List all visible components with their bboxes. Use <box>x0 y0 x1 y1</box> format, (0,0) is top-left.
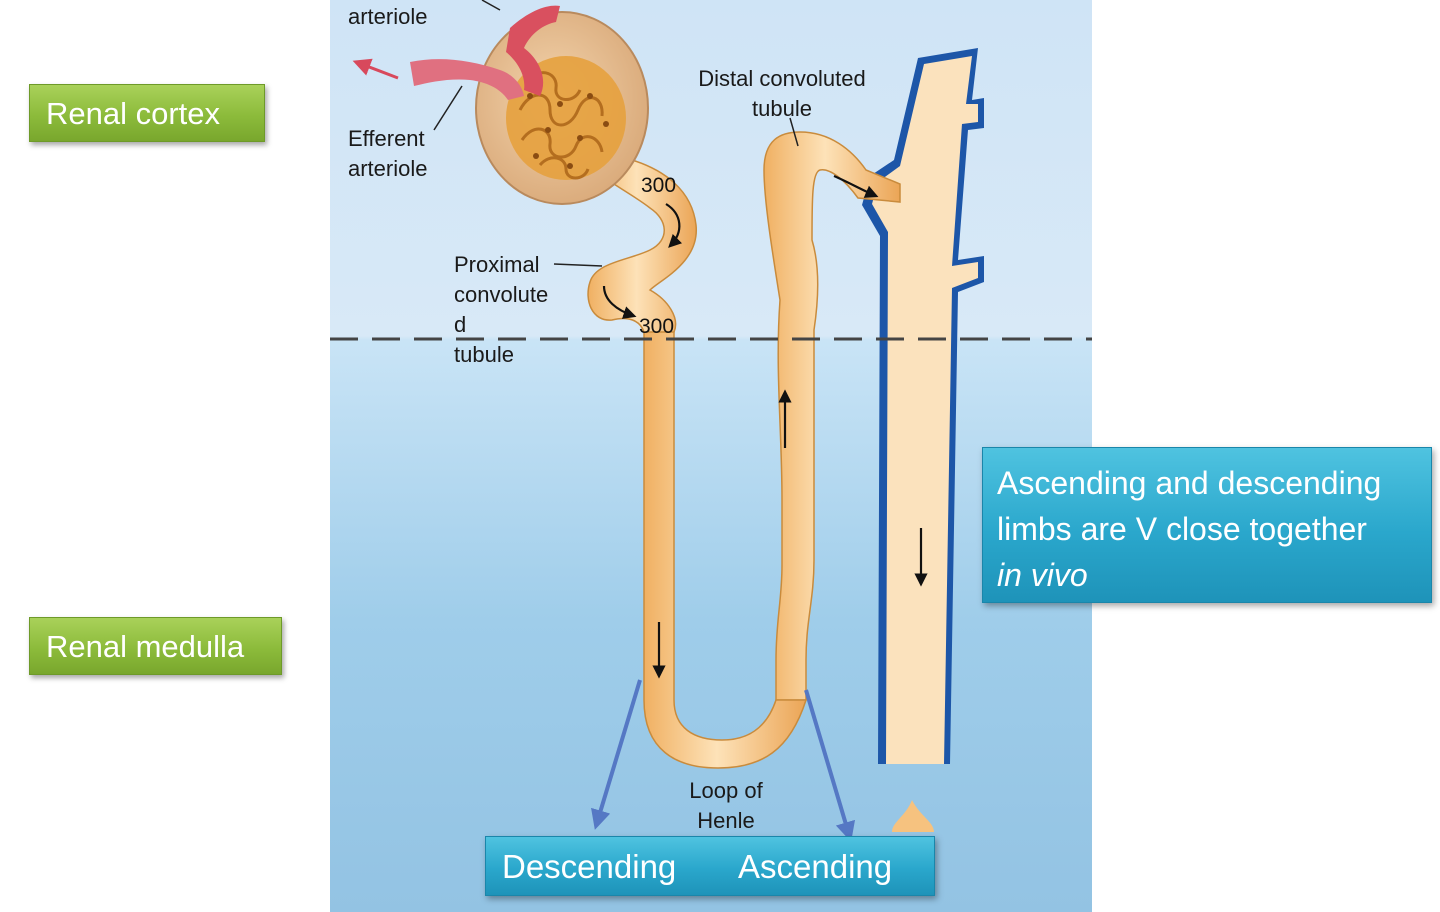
distal-label-line-2: tubule <box>752 96 812 121</box>
arterioles <box>352 5 560 100</box>
ascending-limb <box>763 131 901 701</box>
limbs-proximity-note: Ascending and descending limbs are V clo… <box>982 447 1432 603</box>
note-line-2: limbs are V close together <box>997 511 1367 547</box>
loop-of-henle-label: Loop of Henle <box>668 776 784 836</box>
note-line-3: in vivo <box>997 557 1088 593</box>
loop-label-line-1: Loop of <box>689 778 763 803</box>
proximal-label-line-3: d <box>454 312 467 337</box>
urine-drop-icon <box>892 800 934 832</box>
proximal-label-line-2: convolute <box>454 282 549 307</box>
efferent-label-line-2: arteriole <box>348 156 428 181</box>
loop-of-henle <box>643 329 808 769</box>
distal-tubule-label: Distal convoluted tubule <box>684 64 880 124</box>
loop-label-line-2: Henle <box>697 808 755 833</box>
proximal-label-line-4: tubule <box>454 342 514 367</box>
afferent-arteriole-label: arteriole <box>348 4 428 29</box>
efferent-arteriole-label: Efferent arteriole <box>348 124 427 184</box>
ascending-label: Ascending <box>738 848 893 885</box>
collecting-duct <box>862 48 984 764</box>
descending-label: Descending <box>502 848 677 885</box>
renal-cortex-label: Renal cortex <box>29 84 265 142</box>
leader-lines <box>433 0 799 267</box>
proximal-tubule-label: Proximal convolute d tubule <box>454 250 548 370</box>
efferent-label-line-1: Efferent <box>348 126 425 151</box>
renal-medulla-label: Renal medulla <box>29 617 282 675</box>
bowmans-capsule <box>475 11 649 205</box>
flow-arrows <box>602 174 928 679</box>
distal-label-line-1: Distal convoluted <box>698 66 866 91</box>
note-line-1: Ascending and descending <box>997 465 1382 501</box>
osmolarity-value-bottom: 300 <box>639 315 675 338</box>
limb-pointer-arrows <box>591 679 856 842</box>
limb-label-box: Descending Ascending <box>485 836 935 896</box>
osmolarity-value-top: 300 <box>641 174 677 197</box>
proximal-label-line-1: Proximal <box>454 252 540 277</box>
proximal-tubule <box>587 159 697 333</box>
